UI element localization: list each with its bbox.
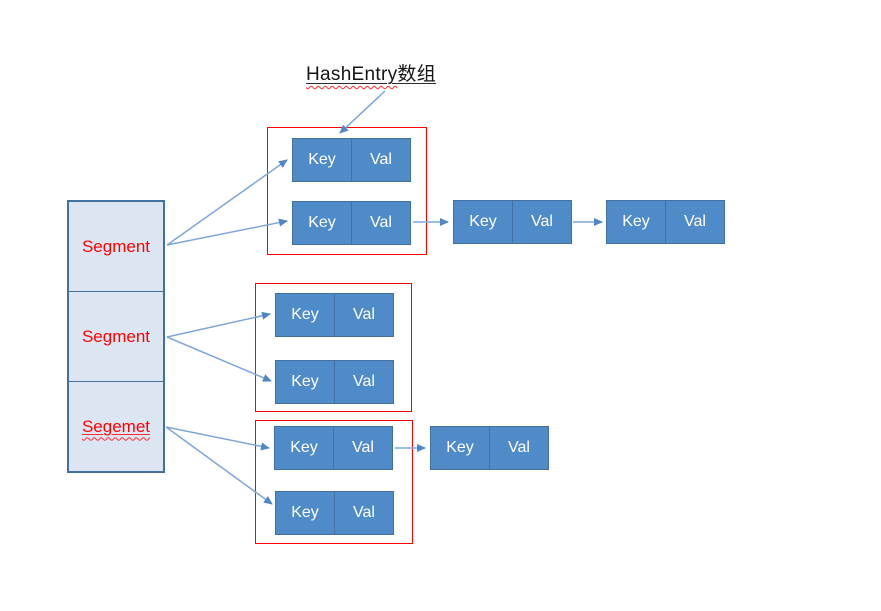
segment-array-column: Segment Segment Segemet	[67, 200, 165, 473]
entry-key-cell: Key	[308, 151, 336, 168]
entry-key-cell: Key	[291, 306, 319, 323]
segment-cell-3: Segemet	[69, 382, 163, 471]
entry-val-cell: Val	[334, 492, 393, 534]
entry-node-d1: Key Val	[274, 426, 393, 470]
entry-val-cell: Val	[334, 361, 393, 403]
entry-key-cell: Key	[308, 214, 336, 231]
entry-node-b1: Key Val	[453, 200, 572, 244]
entry-node-a2: Key Val	[292, 201, 411, 245]
entry-val-cell: Val	[665, 201, 724, 243]
entry-val-cell: Val	[512, 201, 571, 243]
segment-label-1: Segment	[81, 236, 151, 256]
entry-val-cell: Val	[351, 202, 410, 244]
entry-val-cell: Val	[351, 139, 410, 181]
segment-cell-1: Segment	[69, 202, 163, 292]
entry-node-d2: Key Val	[275, 491, 394, 535]
segment-cell-2: Segment	[69, 292, 163, 382]
title-latin-text: HashEntry	[306, 64, 398, 85]
entry-node-c1: Key Val	[275, 293, 394, 337]
entry-key-cell: Key	[446, 439, 474, 456]
segment-label-3-text: Segemet	[81, 416, 151, 436]
segment-label-3: Segemet	[82, 417, 150, 437]
entry-key-cell: Key	[469, 213, 497, 230]
entry-key-cell: Key	[622, 213, 650, 230]
entry-key-cell: Key	[291, 373, 319, 390]
entry-node-c2: Key Val	[275, 360, 394, 404]
entry-val-cell: Val	[334, 294, 393, 336]
diagram-title: HashEntry数组	[306, 59, 436, 86]
entry-val-cell: Val	[489, 427, 548, 469]
entry-node-e1: Key Val	[430, 426, 549, 470]
entry-key-cell: Key	[291, 504, 319, 521]
entry-node-a1: Key Val	[292, 138, 411, 182]
segment-label-2: Segment	[81, 326, 151, 346]
entry-key-cell: Key	[290, 439, 318, 456]
entry-node-b2: Key Val	[606, 200, 725, 244]
arrow-icon-segment3-to-entry-d1	[165, 426, 270, 451]
title-cjk-text: 数组	[397, 64, 437, 85]
entry-val-cell: Val	[333, 427, 392, 469]
